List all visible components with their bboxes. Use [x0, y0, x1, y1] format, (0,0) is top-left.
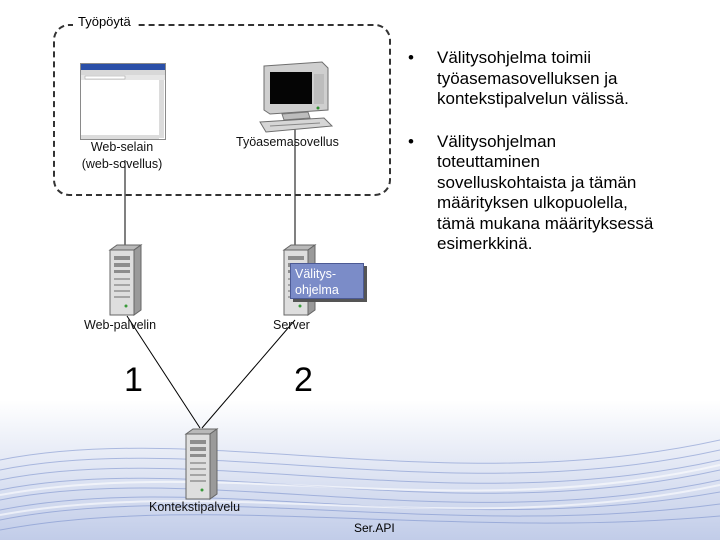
- bullet-text-line: sovelluskohtaista ja tämän: [437, 172, 637, 192]
- browser-label-line1: Web-selain: [90, 140, 154, 154]
- context-service-label: Kontekstipalvelu: [149, 500, 241, 514]
- link-server-context: [201, 319, 296, 429]
- bullet-text-line: tämä mukana määrityksessä: [437, 213, 654, 233]
- footer-text: Ser.API: [354, 521, 395, 535]
- link-webserver-context: [126, 315, 201, 429]
- server-label: Server: [273, 318, 310, 332]
- middleware-label: Välitys- ohjelma: [290, 263, 364, 299]
- browser-label-line2: (web-sovellus): [81, 157, 163, 171]
- bullet-item: • Välitysohjelman toteuttaminen sovellus…: [405, 132, 705, 255]
- computer-icon: [259, 61, 334, 133]
- server-tower-icon: [184, 428, 219, 500]
- bullet-symbol: •: [408, 48, 414, 67]
- desktop-boundary: [53, 24, 391, 196]
- browser-window-icon: [80, 63, 166, 140]
- bullet-text-line: työasemasovelluksen ja: [437, 68, 618, 88]
- middleware-label-line2: ohjelma: [295, 283, 339, 297]
- bullet-text-line: kontekstipalvelun välissä.: [437, 89, 629, 108]
- bullet-text-line: toteuttaminen: [437, 152, 541, 171]
- bullet-text-line: Välitysohjelman: [437, 131, 557, 151]
- bullet-list: • Välitysohjelma toimii työasemasovelluk…: [405, 48, 705, 277]
- bullet-text-line: Välitysohjelma toimii: [437, 48, 591, 67]
- workstation-label: Työasemasovellus: [236, 135, 339, 149]
- desktop-label: Työpöytä: [73, 14, 136, 29]
- web-server-label: Web-palvelin: [84, 318, 157, 332]
- bullet-text-line: esimerkkinä.: [437, 234, 533, 253]
- bullet-symbol: •: [408, 131, 414, 151]
- wave-background: [0, 400, 720, 540]
- server-tower-icon: [108, 244, 143, 316]
- connection-number-1: 1: [124, 361, 143, 399]
- bullet-item: • Välitysohjelma toimii työasemasovelluk…: [405, 48, 705, 110]
- bullet-text-line: määrityksen ulkopuolella,: [437, 193, 628, 212]
- connection-number-2: 2: [294, 361, 313, 399]
- middleware-label-line1: Välitys-: [295, 267, 336, 281]
